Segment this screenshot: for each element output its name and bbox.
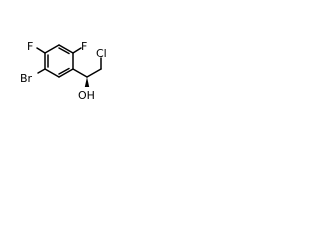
bond-ring-fluorine-top: [36, 47, 46, 54]
hydroxyl-label: OH: [78, 89, 95, 102]
chlorine-label: Cl: [96, 47, 107, 60]
ring-bond-c5-c6: [58, 68, 74, 78]
bond-ring-carbinol: [72, 68, 88, 78]
chemical-structure-diagram: F F Br OH Cl: [20, 40, 107, 102]
bond-ring-fluorine-ortho: [72, 47, 82, 54]
ring-bond-c2-c3: [44, 44, 60, 54]
fluorine-ortho-label: F: [81, 40, 87, 53]
fluorine-top-label: F: [27, 40, 33, 53]
ring-double-bond-c1-c2: [58, 47, 70, 55]
ring-bond-c1-c2: [58, 44, 74, 54]
benzene-ring: [44, 44, 74, 78]
bromine-label: Br: [20, 72, 33, 85]
bond-ring-bromine: [37, 68, 46, 74]
wedge-bond-carbinol-hydroxyl: [84, 77, 90, 87]
ring-bond-c4-c5: [44, 68, 60, 78]
bond-carbinol-ch2: [86, 68, 102, 78]
ring-double-bond-c5-c6: [58, 67, 70, 75]
